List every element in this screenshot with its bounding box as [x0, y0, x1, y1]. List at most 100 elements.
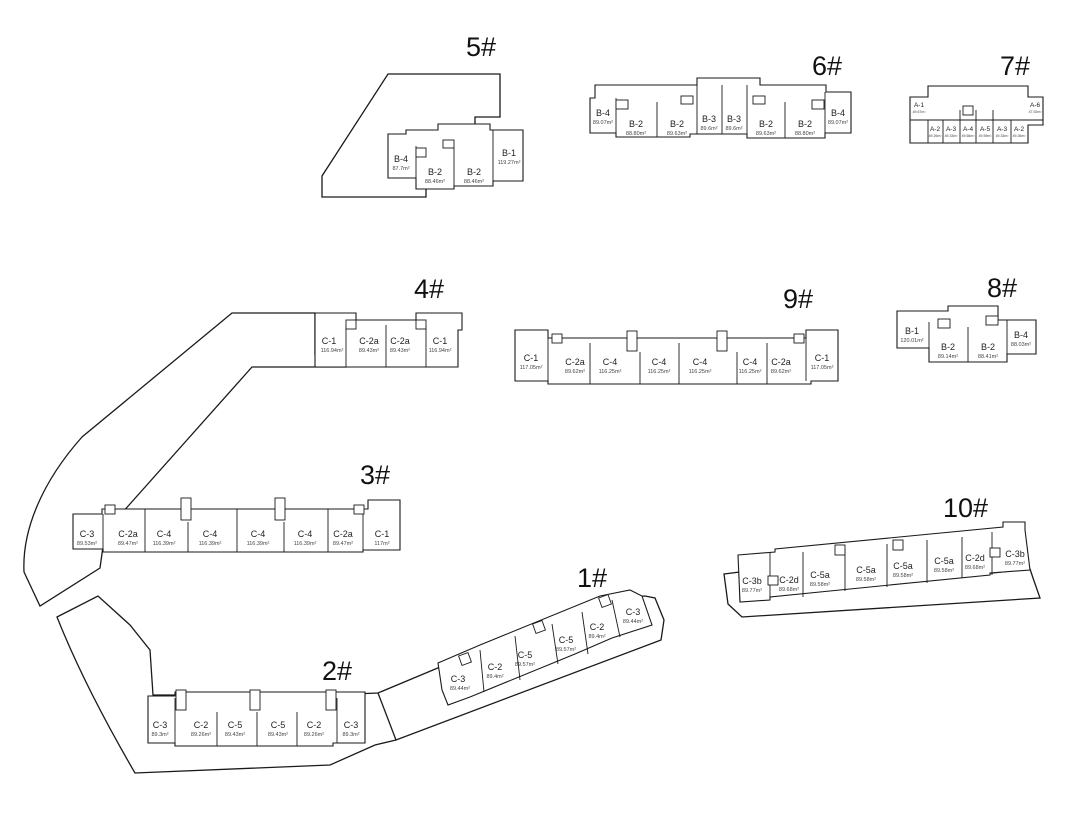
unit-area: 49.33m² — [996, 134, 1010, 138]
unit-type: A-4 — [963, 126, 974, 133]
unit-area: 49.66m² — [962, 134, 976, 138]
unit-area: 119.27m² — [498, 160, 521, 166]
unit-area: 116.39m² — [199, 541, 222, 547]
unit-type: C-2a — [118, 529, 138, 539]
unit-type: C-2 — [307, 720, 322, 730]
unit-area: 87.7m² — [392, 166, 409, 172]
building-9: 9# C-1 117.05m² C-2a 89.62m² C-4 116.25m… — [514, 284, 839, 385]
unit-type: C-2d — [779, 575, 799, 585]
unit-area: 89.77m² — [1005, 561, 1025, 567]
unit-area: 89.57m² — [556, 647, 576, 653]
unit-type: C-2a — [390, 336, 410, 346]
unit-type: C-2d — [965, 553, 985, 563]
building-3: 3# C-3 89.53m² C-2a 89.47m² C-4 116.39m²… — [72, 460, 401, 553]
podium-outline-west — [23, 312, 347, 607]
unit-type: C-4 — [157, 529, 172, 539]
building-2: 2# C-3 89.3m² C-2 89.26m² C-5 89.43m² C-… — [147, 656, 366, 747]
unit-area: 89.58m² — [810, 582, 830, 588]
unit-type: A-3 — [946, 126, 957, 133]
unit-type: B-2 — [629, 119, 643, 129]
unit-area: 88.46m² — [464, 179, 484, 185]
unit-type: B-3 — [702, 114, 716, 124]
unit-area: 89.63m² — [667, 131, 687, 137]
unit-type: C-4 — [652, 357, 667, 367]
unit-area: 89.4m² — [486, 674, 503, 680]
podium-divider — [377, 692, 397, 741]
unit-type: C-1 — [322, 336, 337, 346]
unit-type: C-1 — [524, 353, 539, 363]
unit-area: 47.92m² — [1029, 110, 1043, 114]
unit-type: C-4 — [203, 529, 218, 539]
unit-type: B-3 — [727, 114, 741, 124]
building-10: 10# C-3b 89.77m² C-2d 89.68m² C-5a 89.58… — [737, 493, 1031, 603]
unit-area: 88.46m² — [425, 179, 445, 185]
unit-type: C-5a — [810, 570, 830, 580]
unit-type: C-3b — [1005, 549, 1025, 559]
unit-area: 89.43m² — [268, 732, 288, 738]
unit-area: 89.4m² — [588, 634, 605, 640]
building-5: 5# B-4 87.7m² B-2 88.46m² B-2 88.46m² B-… — [387, 32, 524, 190]
building-7: 7# A-1 49.67m² A-2 49.26m² A-3 49.33m² A… — [909, 51, 1044, 144]
unit-area: 49.33m² — [945, 134, 959, 138]
unit-type: C-2 — [194, 720, 209, 730]
unit-type: A-1 — [914, 102, 925, 109]
unit-area: 89.62m² — [565, 369, 585, 375]
unit-type: B-4 — [1014, 330, 1028, 340]
unit-area: 89.63m² — [756, 131, 776, 137]
building-4-label: 4# — [414, 274, 444, 304]
unit-type: C-5a — [856, 565, 876, 575]
unit-area: 89.26m² — [304, 732, 324, 738]
unit-area: 116.25m² — [689, 369, 712, 375]
unit-area: 116.39m² — [294, 541, 317, 547]
unit-type: C-3 — [80, 529, 95, 539]
unit-area: 89.3m² — [342, 732, 359, 738]
unit-area: 89.3m² — [151, 732, 168, 738]
unit-type: C-2 — [488, 662, 503, 672]
unit-area: 89.58m² — [893, 573, 913, 579]
unit-area: 88.41m² — [978, 354, 998, 360]
unit-type: B-4 — [831, 108, 845, 118]
unit-type: A-2 — [1014, 126, 1025, 133]
unit-area: 89.14m² — [938, 354, 958, 360]
unit-type: C-2a — [333, 529, 353, 539]
building-9-label: 9# — [783, 284, 813, 314]
unit-area: 116.25m² — [599, 369, 622, 375]
unit-area: 89.62m² — [771, 369, 791, 375]
unit-type: B-2 — [981, 342, 995, 352]
building-2-label: 2# — [322, 656, 352, 686]
unit-area: 89.6m² — [725, 126, 742, 132]
unit-area: 88.80m² — [626, 131, 646, 137]
unit-area: 89.68m² — [965, 565, 985, 571]
unit-area: 89.58m² — [934, 568, 954, 574]
building-3-label: 3# — [360, 460, 390, 490]
unit-area: 88.80m² — [795, 131, 815, 137]
unit-type: C-3 — [451, 674, 466, 684]
unit-area: 89.44m² — [450, 686, 470, 692]
unit-type: C-4 — [743, 357, 758, 367]
unit-type: A-6 — [1030, 102, 1041, 109]
unit-area: 120.01m² — [900, 338, 923, 344]
unit-type: C-2a — [771, 357, 791, 367]
unit-area: 116.39m² — [153, 541, 176, 547]
building-6-footprint — [589, 77, 852, 139]
building-6: 6# B-4 89.07m² B-2 88.80m² B-2 89.63m² B… — [589, 51, 852, 139]
unit-area: 88.03m² — [1011, 342, 1031, 348]
unit-type: C-4 — [603, 357, 618, 367]
unit-area: 89.43m² — [225, 732, 245, 738]
unit-area: 117m² — [374, 541, 389, 547]
unit-area: 116.25m² — [739, 369, 762, 375]
unit-type: A-3 — [997, 126, 1008, 133]
unit-type: B-2 — [759, 119, 773, 129]
unit-type: C-5a — [934, 556, 954, 566]
unit-area: 49.26m² — [929, 134, 943, 138]
unit-area: 89.43m² — [390, 348, 410, 354]
unit-type: C-3 — [153, 720, 168, 730]
unit-type: C-5 — [518, 650, 533, 660]
unit-area: 116.94m² — [321, 348, 344, 354]
unit-type: C-3 — [626, 607, 641, 617]
unit-type: B-2 — [428, 167, 442, 177]
unit-area: 89.07m² — [828, 120, 848, 126]
building-8-label: 8# — [987, 273, 1017, 303]
unit-area: 89.07m² — [593, 120, 613, 126]
